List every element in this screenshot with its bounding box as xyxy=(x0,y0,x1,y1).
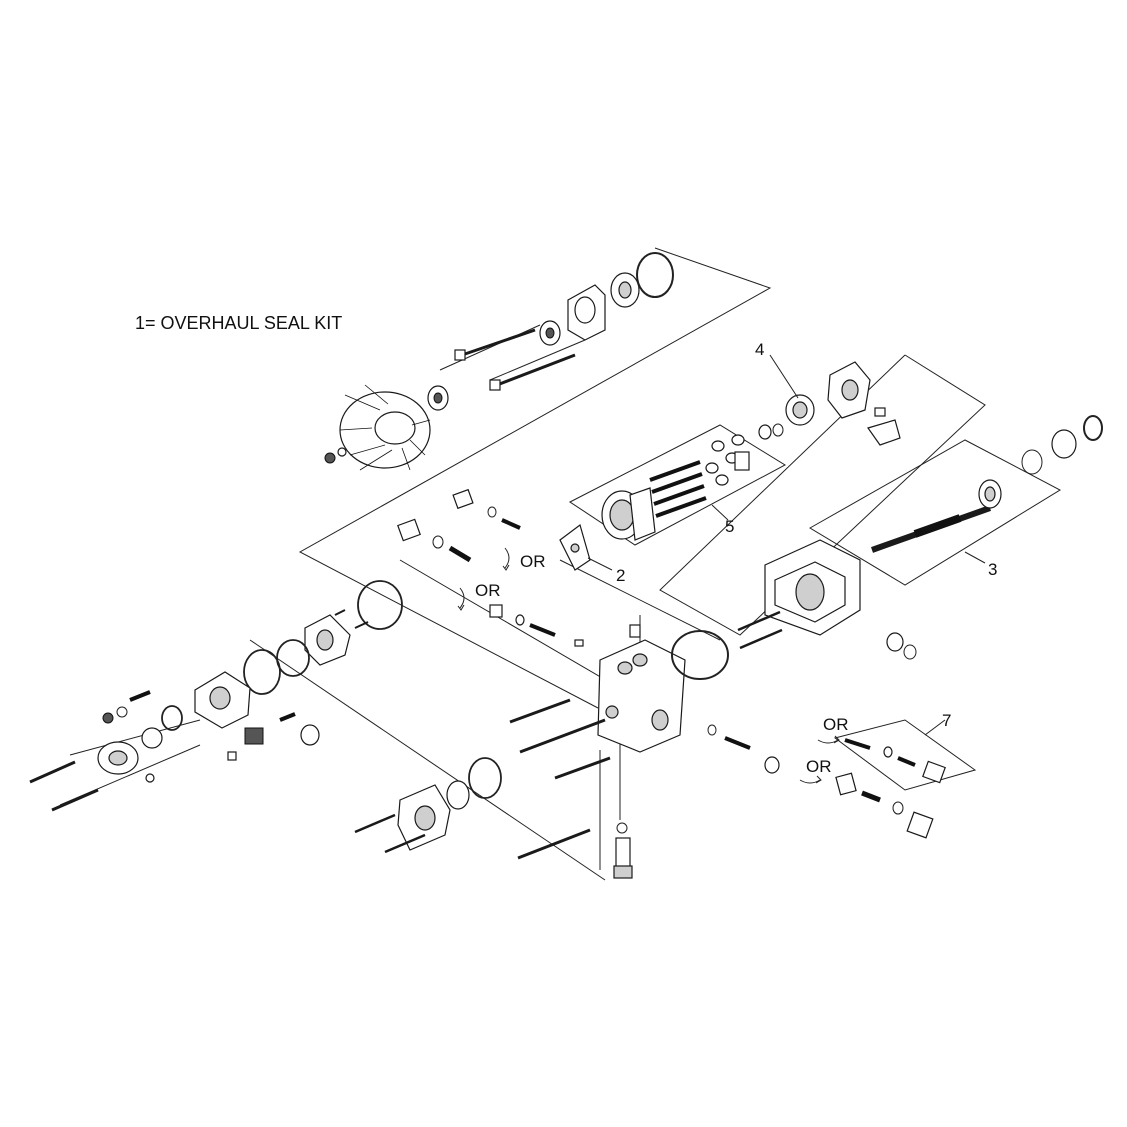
charge-relief-parts xyxy=(227,712,320,761)
shaft-bearing xyxy=(978,479,1002,509)
or-label-kit7-upper: OR xyxy=(823,715,849,734)
charge-pump-body xyxy=(194,671,251,729)
fan-bearing xyxy=(427,385,449,411)
pistons xyxy=(649,460,707,518)
relief-valve-middle xyxy=(397,518,472,563)
fan-assembly xyxy=(324,384,431,471)
charge-pump-pins xyxy=(334,609,369,629)
center-plug xyxy=(629,624,641,638)
or-label-middle: OR xyxy=(475,581,501,600)
valve-plate xyxy=(559,523,591,571)
kit-box-3 xyxy=(809,439,1062,586)
center-section xyxy=(597,639,686,753)
housing-washer xyxy=(886,632,917,660)
valve-kit-7-parts xyxy=(844,738,946,784)
front-oring xyxy=(636,252,674,298)
bearing-4-seals xyxy=(758,423,784,440)
housing-bolts xyxy=(737,610,783,650)
shaft-seal-parts xyxy=(1021,415,1103,475)
piston-shoes xyxy=(705,434,750,486)
callout-7: 7 xyxy=(942,711,951,730)
relief-valve-upper xyxy=(452,488,521,530)
drive-shaft xyxy=(870,505,992,553)
center-gasket xyxy=(671,630,729,680)
lower-cover-gear xyxy=(446,780,470,810)
valve-alt-parts xyxy=(835,772,934,839)
charge-fitting xyxy=(613,822,633,879)
callout-5: 5 xyxy=(725,517,734,536)
front-cover xyxy=(567,284,606,341)
charge-pump-orings xyxy=(243,580,403,695)
diagram-title: 1= OVERHAUL SEAL KIT xyxy=(135,313,342,333)
center-bolts xyxy=(509,698,611,860)
auxiliary-pump-seals xyxy=(102,690,183,749)
kit-box-7 xyxy=(833,719,977,791)
front-gear xyxy=(610,272,640,308)
or-arrows xyxy=(457,547,840,784)
check-valve-spring xyxy=(489,604,584,647)
trunnion-arm xyxy=(867,407,901,446)
or-label-kit7-lower: OR xyxy=(806,757,832,776)
callout-3: 3 xyxy=(988,560,997,579)
cylinder-block xyxy=(601,487,656,541)
lower-cover xyxy=(397,784,451,851)
charge-pump-cover xyxy=(304,614,351,666)
front-seal xyxy=(539,320,561,346)
bearing-4 xyxy=(785,394,815,426)
kit-box-5 xyxy=(569,424,787,546)
lower-cover-oring xyxy=(468,757,502,799)
main-housing xyxy=(764,539,861,636)
auxiliary-pump-cover xyxy=(97,741,155,783)
auxiliary-pump-bolts xyxy=(29,760,99,812)
callout-4: 4 xyxy=(755,340,764,359)
bypass-valve-right xyxy=(707,724,780,774)
callout-2: 2 xyxy=(616,566,625,585)
explosion-guide-lines xyxy=(59,247,986,881)
swashplate xyxy=(827,361,871,419)
front-housing-bolts xyxy=(454,328,576,391)
lower-cover-bolts xyxy=(354,813,426,854)
callout-leaders xyxy=(587,354,986,736)
or-label-upper: OR xyxy=(520,552,546,571)
